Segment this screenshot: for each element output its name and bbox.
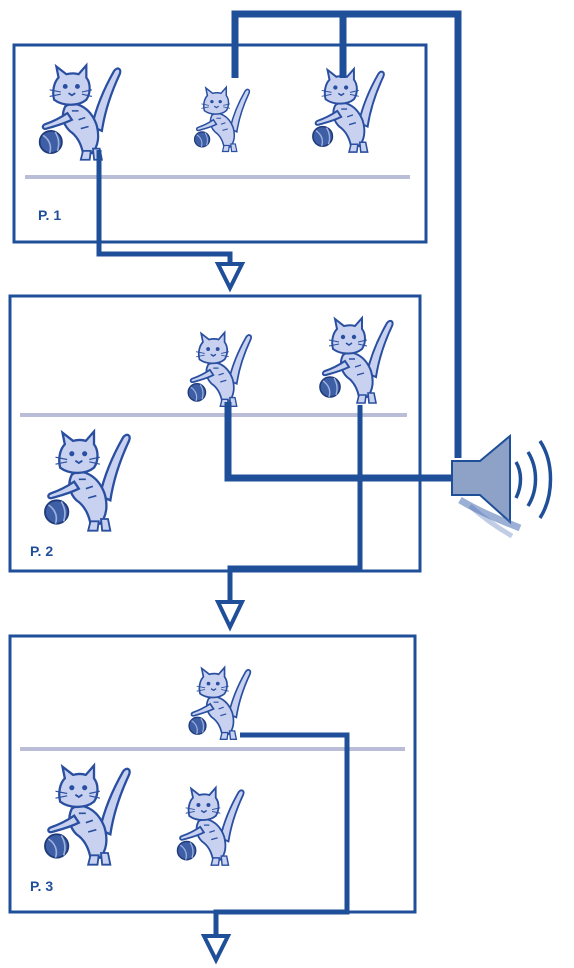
arrow-down-icon	[200, 934, 232, 965]
cat-with-ball-icon	[311, 67, 385, 154]
panel-1-frame	[12, 43, 428, 244]
audio-line-p2	[224, 402, 455, 482]
cat-with-ball-icon	[193, 86, 251, 153]
panel-3: P. 3	[8, 634, 417, 914]
flow-line-p2-p3	[227, 405, 363, 602]
cat-with-ball-icon	[38, 64, 122, 162]
cat-with-ball-icon	[43, 764, 131, 866]
cat-with-ball-icon	[318, 316, 394, 405]
speaker-icon	[451, 433, 553, 539]
cat-with-ball-icon	[188, 666, 252, 741]
panel-3-label: P. 3	[30, 878, 53, 894]
cat-with-ball-icon	[187, 331, 253, 408]
cat-with-ball-icon	[43, 430, 131, 532]
panel-2: P. 2	[8, 294, 422, 573]
flow-line-p1-p2	[96, 150, 233, 264]
panel-1: P. 1	[12, 43, 428, 244]
panel-2-label: P. 2	[30, 543, 53, 559]
panel-1-label: P. 1	[38, 207, 61, 223]
flow-line-p3-next	[213, 732, 350, 936]
arrow-down-icon	[214, 262, 246, 293]
panel-3-frame	[8, 634, 417, 914]
panel-2-frame	[8, 294, 422, 573]
cat-with-ball-icon	[176, 786, 245, 867]
arrow-down-icon	[214, 600, 246, 632]
